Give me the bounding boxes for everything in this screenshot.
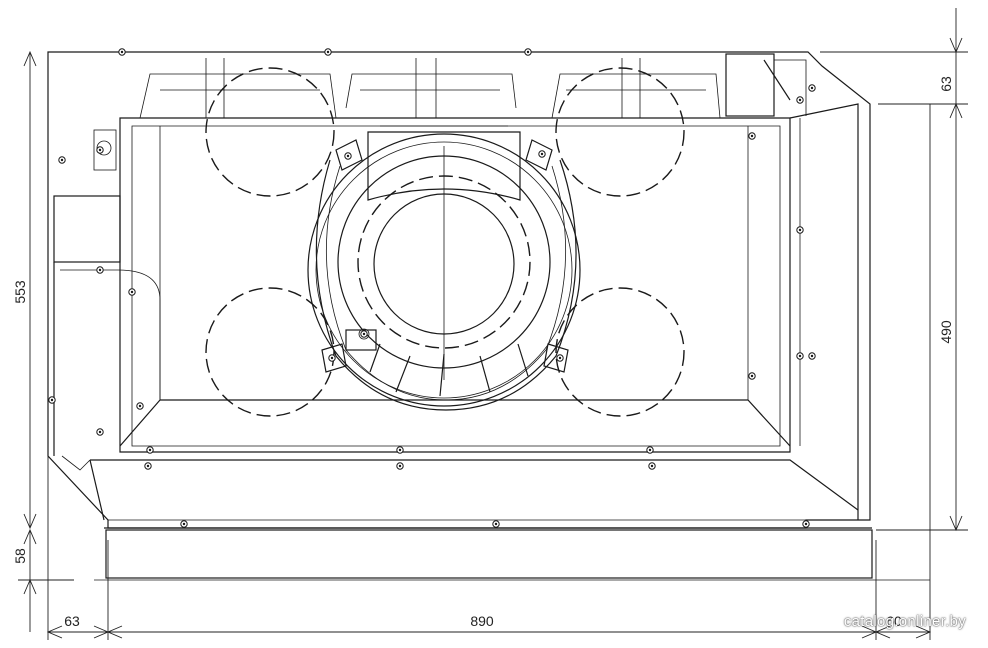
dimension-top-offset: 63 [938,76,954,92]
bolt-center [398,448,402,452]
bolt-center [98,148,102,152]
bolt-center [798,228,802,232]
base-plinth [94,529,930,581]
bolt-center [558,356,562,360]
bolt-center [750,134,754,138]
burner-circles [205,67,685,417]
bolt-center [810,354,814,358]
dimension-total-height: 553 [12,280,28,304]
bolt-center [50,398,54,402]
bolt-center [804,522,808,526]
dimension-left-offset: 63 [64,613,80,629]
bolt-center [648,448,652,452]
bolt-center [146,464,150,468]
bolt-center [650,464,654,468]
bolt-center [182,522,186,526]
dimension-lines [18,8,968,640]
bolt-center [526,50,530,54]
bolt-center [60,158,64,162]
bolt-center [540,152,544,156]
left-side-panel [53,129,161,471]
bolt-center [130,290,134,294]
bolt-center [494,522,498,526]
firebox [89,103,859,521]
dimension-body-height: 490 [938,320,954,344]
bolt-center [346,154,350,158]
bolt-center [810,86,814,90]
bolt-center [326,50,330,54]
dimension-width: 890 [470,613,494,629]
bolt-center [798,354,802,358]
bolt-center [98,430,102,434]
bolt-center [138,404,142,408]
fasteners [48,48,816,528]
central-fan-assembly [307,125,581,411]
outer-casing [47,51,872,529]
dimension-right-offset: 60 [886,613,902,629]
bolt-center [398,464,402,468]
dimension-base-height: 58 [12,548,28,564]
bolt-center [120,50,124,54]
watermark: catalog.onliner.by [843,613,966,630]
bolt-center [798,98,802,102]
bolt-center [362,332,366,336]
top-grilles [139,53,807,119]
bolt-center [98,268,102,272]
bolt-center [330,356,334,360]
bolt-center [750,374,754,378]
bolt-center [148,448,152,452]
